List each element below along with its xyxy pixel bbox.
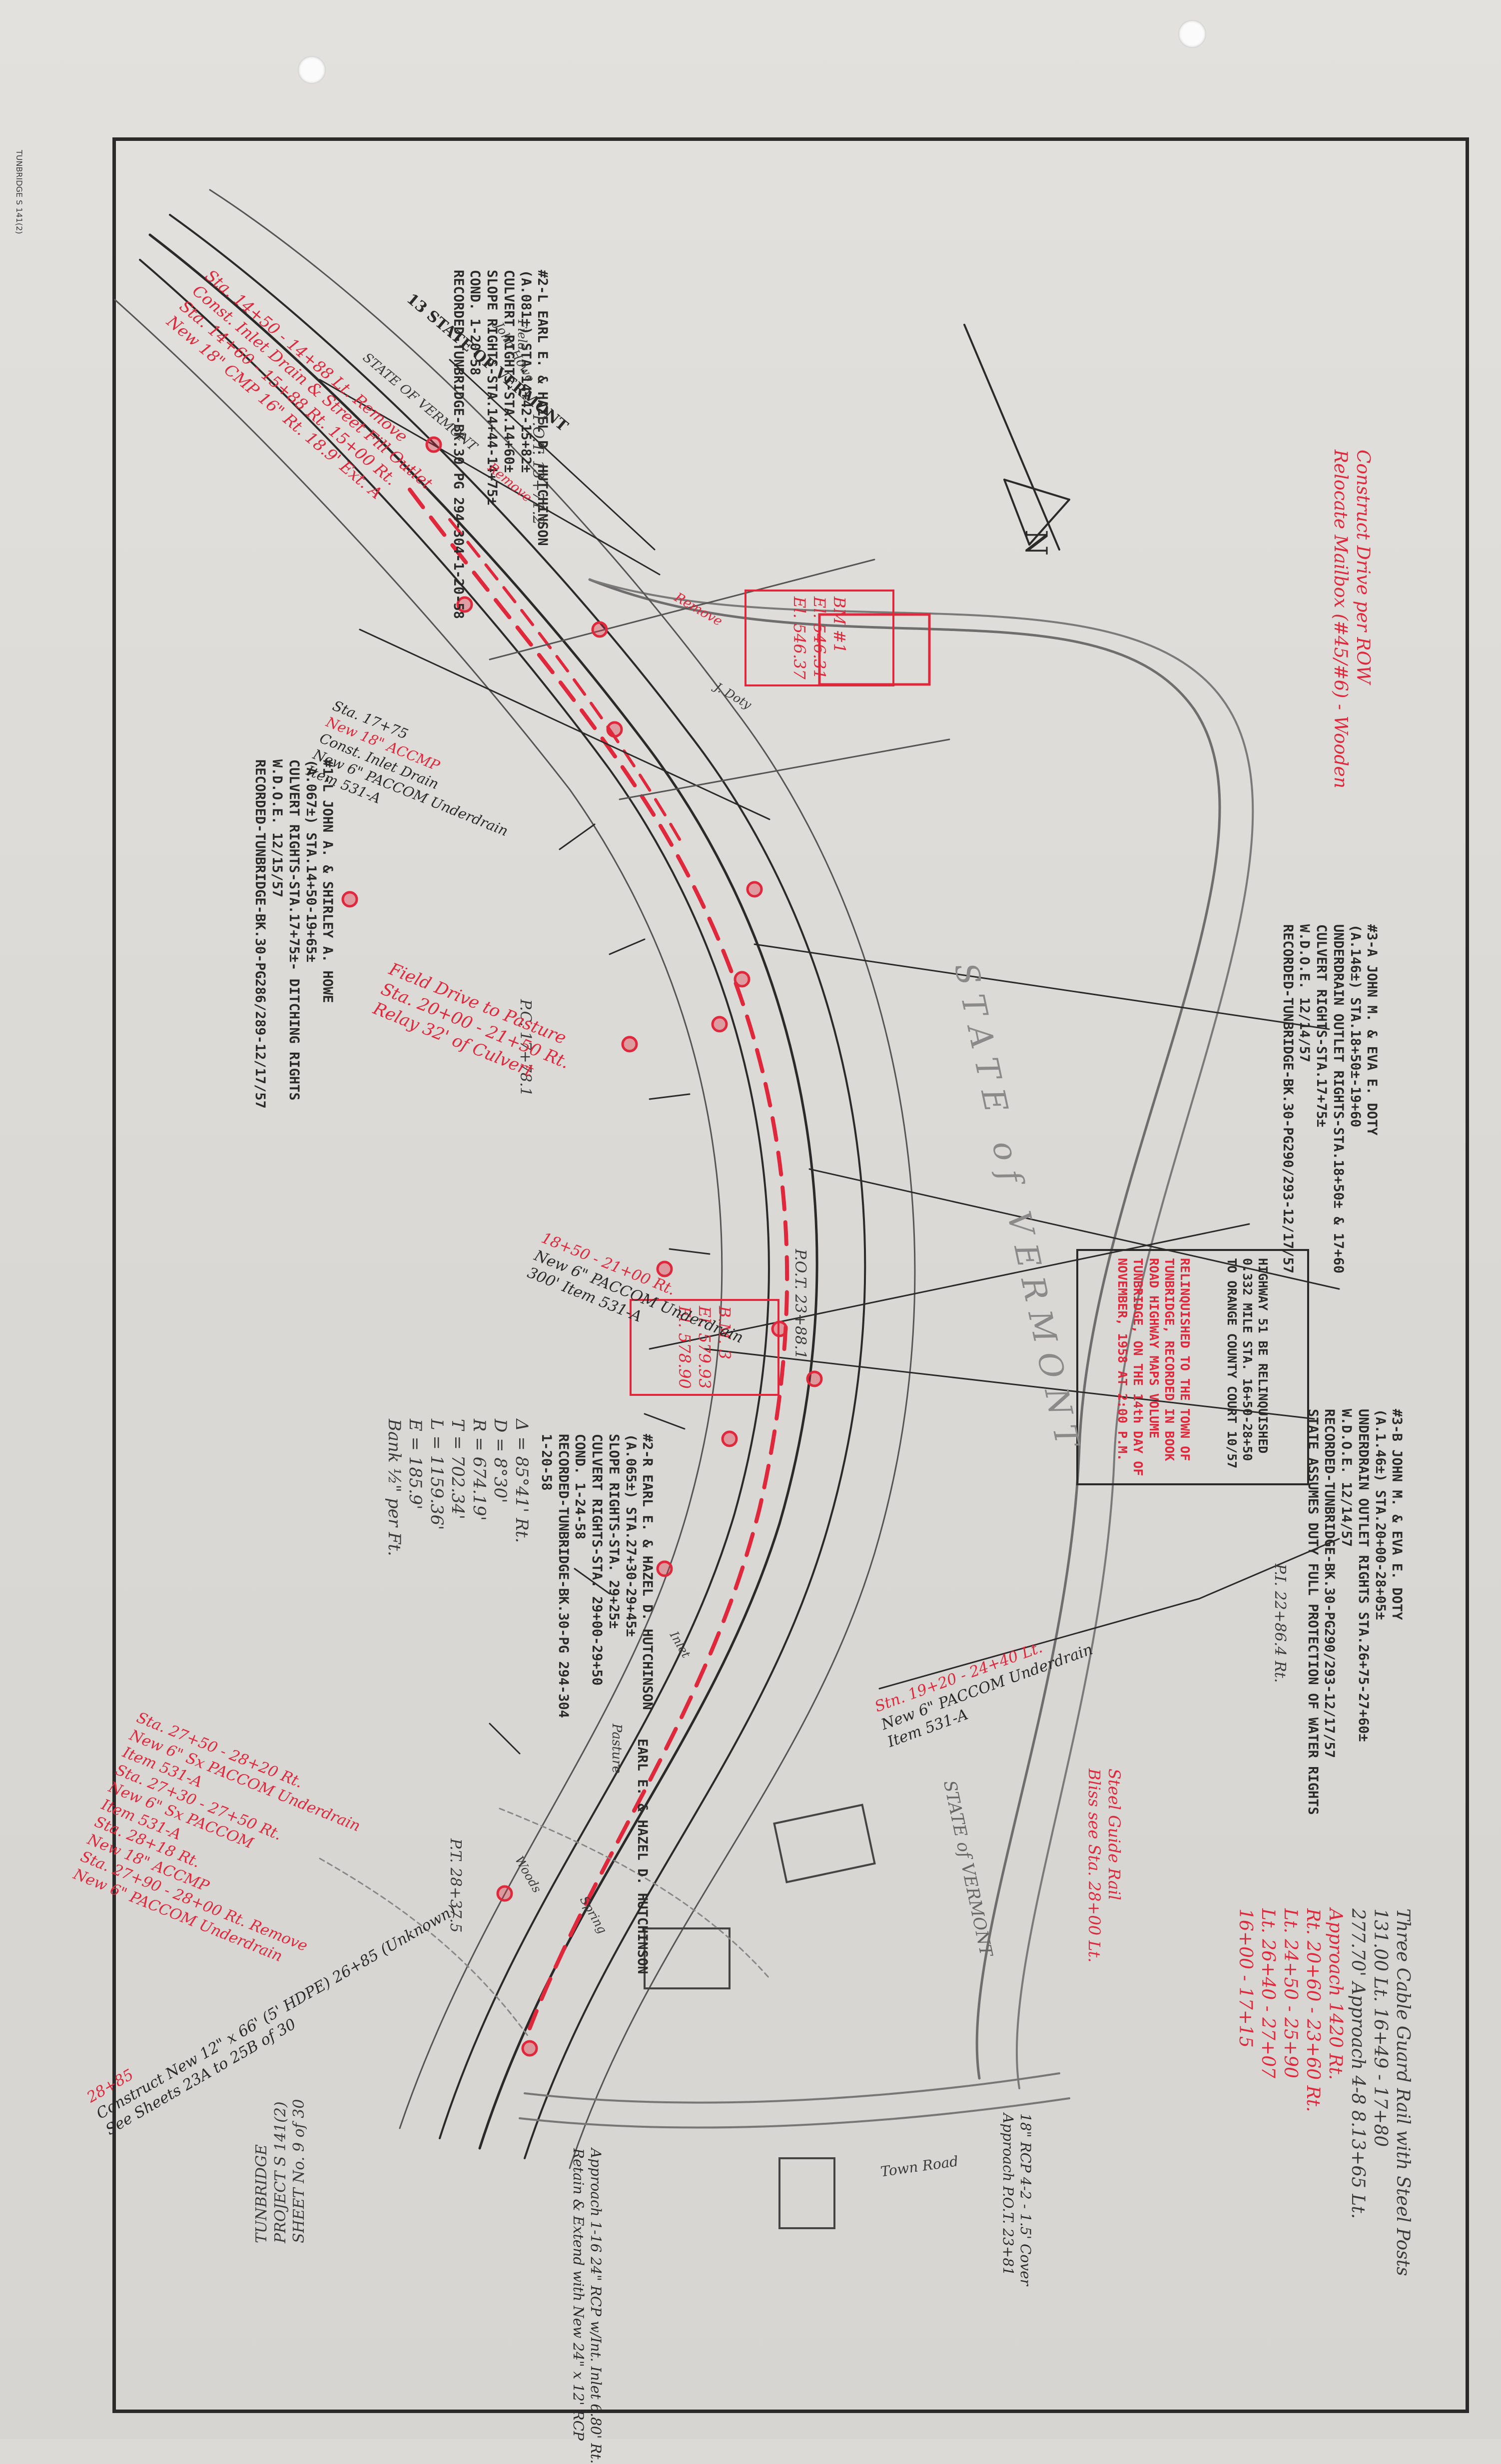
- owner-block-3B: #3-B JOHN M. & EVA E. DOTY(A.1.46±) STA.…: [1305, 1409, 1405, 1815]
- building: [644, 1927, 731, 1989]
- label-pasture: Pasture: [609, 1724, 624, 1774]
- note-approach: Approach 1-16 24" RCP w/Int. Inlet 6.80'…: [570, 2148, 604, 2464]
- row-line-right: [209, 189, 916, 2169]
- punch-hole: [298, 56, 326, 84]
- row-line-left: [114, 299, 723, 2129]
- north-label: N: [1018, 530, 1053, 556]
- highway-edge-left: [139, 259, 770, 2139]
- owner-block-3A: #3-A JOHN M. & EVA E. DOTY(A.146±) STA.1…: [1280, 924, 1380, 1273]
- highway-centerline: [148, 233, 818, 2150]
- row-line-outer: [588, 578, 1221, 2080]
- underdrain-red-dashed: [408, 488, 789, 2030]
- north-arrow: [963, 324, 1070, 551]
- row-line-outer-2: [589, 579, 1254, 2089]
- town-road: [524, 2072, 1060, 2104]
- punch-hole: [1178, 20, 1206, 48]
- label-pot: P.O.T. 13+71.2: [529, 415, 547, 525]
- curve-data: Δ = 85°41' Rt.D = 8°30'R = 674.19'T = 70…: [384, 1419, 532, 1556]
- owner-block-4: EARL E. & HAZEL D. HUTCHINSON: [635, 1739, 651, 1974]
- sheet-border: [112, 137, 1469, 2413]
- underdrain-red-dashed-2: [448, 518, 681, 841]
- building: [773, 1804, 876, 1883]
- label-field: Field: [515, 320, 529, 351]
- label-pot: P.O.T. 23+88.1: [791, 1249, 809, 1359]
- highway-edge-right: [169, 214, 866, 2159]
- label-pi: P.I. 22+86.4 Rt.: [1271, 1564, 1289, 1683]
- building: [778, 2157, 835, 2229]
- bm-box: [818, 613, 931, 686]
